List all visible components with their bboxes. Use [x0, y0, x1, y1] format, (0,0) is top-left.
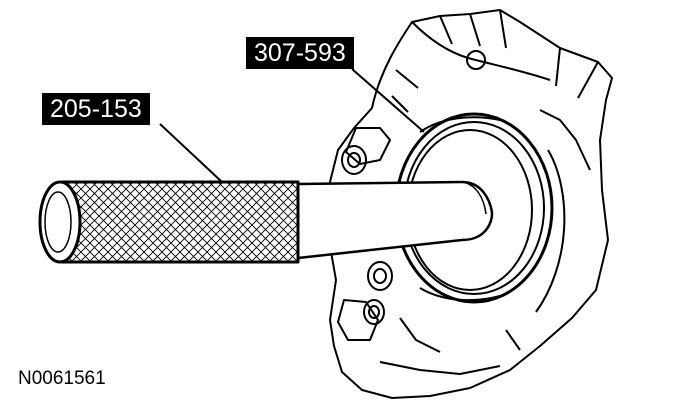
- handle-grip: [38, 180, 300, 264]
- callout-205-153: 205-153: [42, 93, 150, 125]
- callout-307-593: 307-593: [246, 37, 354, 69]
- housing-bosses: [341, 50, 486, 325]
- transmission-housing: [325, 9, 613, 399]
- leader-lines: [159, 68, 425, 183]
- handle-shaft: [296, 180, 494, 260]
- figure-id: N0061561: [18, 368, 106, 389]
